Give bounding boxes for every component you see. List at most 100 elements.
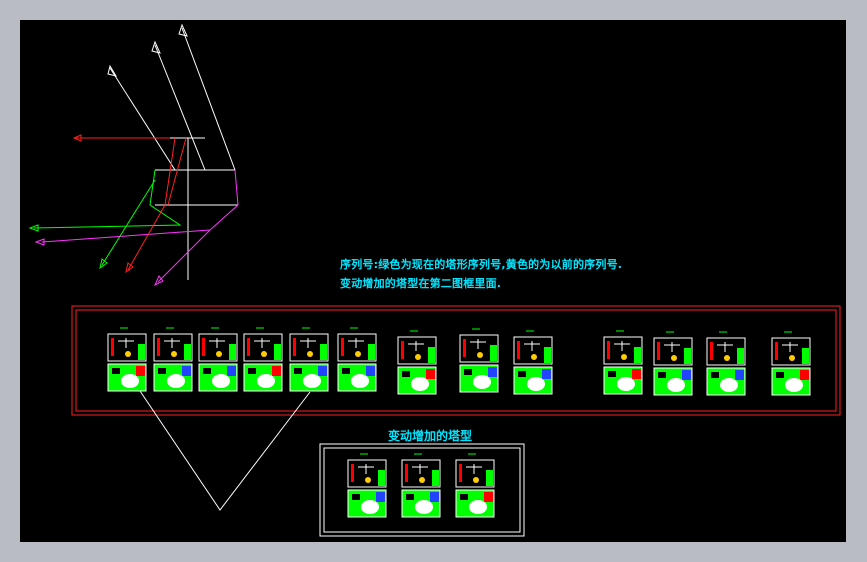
thumb-green-block: [184, 344, 191, 360]
thumb-top-sheet: [653, 337, 693, 366]
thumb-green-block: [428, 347, 435, 363]
thumb-top-sheet: [337, 333, 377, 362]
main-frame-outer[interactable]: [71, 305, 841, 416]
thumb-dark-block: [294, 368, 302, 374]
drawing-sheet-thumbnail[interactable]: [459, 328, 499, 393]
thumb-red-bar: [247, 338, 250, 356]
thumb-dot: [125, 351, 131, 357]
arrow-head-green-down: [99, 258, 108, 270]
thumb-color-block: [366, 366, 375, 376]
thumb-color-block: [735, 370, 744, 380]
thumb-white-blob: [257, 374, 275, 388]
thumb-dark-block: [711, 372, 719, 378]
drawing-sheet-thumbnail[interactable]: [455, 453, 495, 518]
thumb-white-blob: [351, 374, 369, 388]
cad-model-space[interactable]: 序列号:绿色为现在的塔形序列号,黄色的为以前的序列号. 变动增加的塔型在第二图框…: [20, 20, 846, 542]
thumb-white-blob: [617, 377, 635, 391]
green-outline: [33, 169, 182, 229]
thumb-white-blob: [303, 374, 321, 388]
thumb-dot: [355, 351, 361, 357]
arrow-head-red: [72, 134, 82, 142]
thumb-top-sheet: [771, 337, 811, 366]
thumb-color-block: [682, 370, 691, 380]
thumb-white-blob: [473, 375, 491, 389]
drawing-sheet-thumbnail[interactable]: [198, 327, 238, 392]
main-frame-inner: [75, 309, 837, 412]
thumb-top-sheet: [401, 459, 441, 488]
added-group-caption: 变动增加的塔型: [388, 429, 473, 443]
thumb-color-block: [430, 492, 439, 502]
red-diag-down: [127, 204, 166, 271]
thumb-white-blob: [411, 377, 429, 391]
thumb-color-block: [484, 492, 493, 502]
thumb-dark-block: [402, 371, 410, 377]
arrow-head-1: [107, 64, 118, 77]
thumb-white-blob: [720, 378, 738, 392]
thumb-white-blob: [167, 374, 185, 388]
ucs-axes: [28, 23, 239, 287]
thumb-red-bar: [710, 342, 713, 360]
thumb-dot: [307, 351, 313, 357]
thumb-dot: [171, 351, 177, 357]
drawing-sheet-thumbnail[interactable]: [153, 327, 193, 392]
thumb-green-block: [490, 345, 497, 361]
cad-drawing[interactable]: [20, 20, 846, 542]
drawing-sheet-thumbnail[interactable]: [347, 453, 387, 518]
main-thumbnail-group: [107, 327, 811, 396]
drawing-sheet-thumbnail[interactable]: [107, 327, 147, 392]
thumb-dot: [419, 477, 425, 483]
thumb-green-block: [737, 348, 744, 364]
thumb-top-sheet: [243, 333, 283, 362]
note-line-1: 序列号:绿色为现在的塔形序列号,黄色的为以前的序列号.: [340, 258, 623, 271]
thumb-color-block: [632, 369, 641, 379]
thumb-dark-block: [248, 368, 256, 374]
arrow-head-magenta: [34, 238, 45, 246]
thumb-dot: [531, 354, 537, 360]
thumb-top-sheet: [603, 336, 643, 365]
drawing-sheet-thumbnail[interactable]: [653, 331, 693, 396]
thumb-dark-block: [518, 371, 526, 377]
thumb-dark-block: [112, 368, 120, 374]
added-frame-outer[interactable]: [319, 443, 525, 537]
drawing-sheet-thumbnail[interactable]: [401, 453, 441, 518]
thumb-color-block: [426, 369, 435, 379]
thumb-dark-block: [342, 368, 350, 374]
thumb-white-blob: [415, 500, 433, 514]
thumb-red-bar: [607, 341, 610, 359]
drawing-sheet-thumbnail[interactable]: [337, 327, 377, 392]
drawing-sheet-thumbnail[interactable]: [289, 327, 329, 392]
arrow-head-red-down: [125, 262, 134, 274]
thumb-dot: [365, 477, 371, 483]
thumb-green-block: [138, 344, 145, 360]
thumb-dot: [724, 355, 730, 361]
arrow-head-3: [178, 23, 188, 37]
drawing-sheet-thumbnail[interactable]: [603, 330, 643, 395]
thumb-color-block: [136, 366, 145, 376]
thumb-red-bar: [657, 342, 660, 360]
axis-white-2: [154, 44, 206, 171]
thumb-top-sheet: [706, 337, 746, 366]
thumb-green-block: [634, 347, 641, 363]
thumb-top-sheet: [198, 333, 238, 362]
thumb-dark-block: [464, 369, 472, 375]
thumb-dot: [477, 352, 483, 358]
thumb-dot: [473, 477, 479, 483]
thumb-white-blob: [121, 374, 139, 388]
magenta-diag-down: [157, 229, 211, 283]
thumb-top-sheet: [459, 334, 499, 363]
thumb-color-block: [376, 492, 385, 502]
thumb-green-block: [684, 348, 691, 364]
thumb-red-bar: [459, 464, 462, 482]
arrow-head-2: [151, 40, 161, 54]
thumb-color-block: [542, 369, 551, 379]
drawing-sheet-thumbnail[interactable]: [243, 327, 283, 392]
thumb-green-block: [320, 344, 327, 360]
thumb-dark-block: [460, 494, 468, 500]
drawing-sheet-thumbnail[interactable]: [771, 331, 811, 396]
drawing-sheet-thumbnail[interactable]: [513, 330, 553, 395]
thumb-dark-block: [658, 372, 666, 378]
thumb-dark-block: [776, 372, 784, 378]
thumb-green-block: [378, 470, 385, 486]
drawing-sheet-thumbnail[interactable]: [706, 331, 746, 396]
drawing-sheet-thumbnail[interactable]: [397, 330, 437, 395]
